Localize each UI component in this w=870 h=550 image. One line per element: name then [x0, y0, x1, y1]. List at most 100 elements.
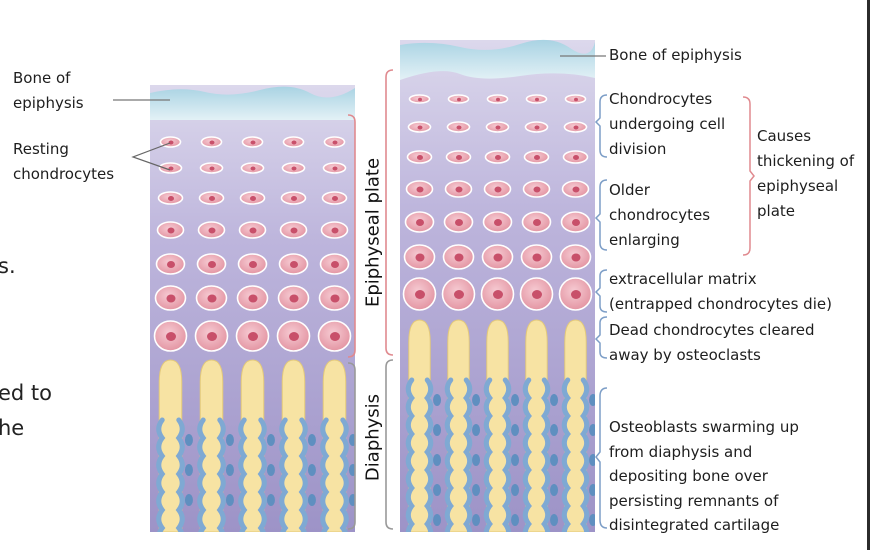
chondrocyte-nucleus	[291, 228, 298, 234]
osteoblast-cell	[550, 424, 558, 436]
osteoblast-cell	[185, 434, 193, 446]
bracket-osteoblasts	[596, 388, 607, 528]
bracket-causes	[743, 97, 754, 255]
chondrocyte-nucleus	[207, 332, 217, 341]
osteoblast-cell	[472, 484, 480, 496]
chondrocyte-nucleus	[209, 196, 215, 201]
osteoblast-cell	[433, 424, 441, 436]
label-resting-chondrocytes: Resting chondrocytes	[13, 137, 114, 187]
label-chondrocytes-dividing: Chondrocytes undergoing cell division	[609, 87, 725, 162]
cutoff-text-2: ed to he	[0, 376, 52, 446]
osteoblast-cell	[472, 514, 480, 526]
chondrocyte-nucleus	[493, 290, 503, 299]
osteoblast-cell	[433, 394, 441, 406]
osteoblast-cell	[511, 394, 519, 406]
chondrocyte-nucleus	[574, 126, 579, 130]
chondrocyte-nucleus	[496, 126, 501, 130]
chondrocyte-nucleus	[332, 196, 338, 201]
chondrocyte-nucleus	[289, 332, 299, 341]
chondrocyte-nucleus	[534, 187, 541, 193]
chondrocyte-nucleus	[455, 254, 464, 262]
chondrocyte-nucleus	[455, 219, 463, 226]
chondrocyte-nucleus	[418, 126, 423, 130]
chondrocyte-nucleus	[290, 295, 299, 303]
chondrocyte-nucleus	[330, 332, 340, 341]
chondrocyte-nucleus	[251, 167, 256, 171]
chondrocyte-nucleus	[415, 290, 425, 299]
chondrocyte-nucleus	[331, 295, 340, 303]
chondrocyte-nucleus	[249, 261, 257, 268]
osteoblast-cell	[589, 514, 597, 526]
label-causes-thickening: Causes thickening of epiphyseal plate	[757, 124, 854, 224]
chondrocyte-nucleus	[332, 228, 339, 234]
label-chondrocytes-enlarging: Older chondrocytes enlarging	[609, 178, 710, 253]
chondrocyte-nucleus	[573, 187, 580, 193]
chondrocyte-nucleus	[572, 219, 580, 226]
chondrocyte-nucleus	[331, 261, 339, 268]
osteoblast-cell	[267, 464, 275, 476]
bracket-diaphysis-right	[386, 360, 393, 529]
chondrocyte-nucleus	[418, 98, 422, 102]
chondrocyte-nucleus	[290, 261, 298, 268]
chondrocyte-nucleus	[416, 219, 424, 226]
osteoblast-cell	[511, 424, 519, 436]
osteoblast-cell	[550, 394, 558, 406]
osteoblast-cell	[589, 484, 597, 496]
chondrocyte-nucleus	[456, 155, 462, 160]
osteoblast-cell	[433, 514, 441, 526]
osteoblast-cell	[226, 494, 234, 506]
chondrocyte-nucleus	[495, 187, 502, 193]
chondrocyte-nucleus	[166, 332, 176, 341]
chondrocyte-nucleus	[535, 98, 539, 102]
chondrocyte-nucleus	[251, 141, 256, 145]
left-bone-section	[150, 85, 357, 546]
chondrocyte-nucleus	[457, 98, 461, 102]
osteoblast-cell	[226, 464, 234, 476]
chondrocyte-nucleus	[571, 290, 581, 299]
chondrocyte-nucleus	[535, 126, 540, 130]
chondrocyte-nucleus	[454, 290, 464, 299]
cartilage-remnant-column	[409, 320, 430, 532]
chondrocyte-nucleus	[209, 228, 216, 234]
label-osteoblasts: Osteoblasts swarming up from diaphysis a…	[609, 415, 799, 538]
chondrocyte-nucleus	[494, 219, 502, 226]
osteoblast-cell	[433, 484, 441, 496]
osteoblast-cell	[472, 454, 480, 466]
osteoblast-cell	[511, 454, 519, 466]
osteoblast-cell	[550, 454, 558, 466]
label-bone-of-epiphysis-right: Bone of epiphysis	[609, 43, 742, 68]
label-epiphyseal-plate: Epiphyseal plate	[363, 153, 384, 313]
osteoblast-cell	[511, 484, 519, 496]
label-extracellular-matrix: extracellular matrix (entrapped chondroc…	[609, 267, 832, 317]
chondrocyte-nucleus	[210, 141, 215, 145]
cutoff-text-1: s.	[0, 249, 16, 284]
chondrocyte-nucleus	[250, 228, 257, 234]
osteoblast-cell	[185, 464, 193, 476]
chondrocyte-nucleus	[457, 126, 462, 130]
bracket-enlarging	[596, 180, 607, 250]
chondrocyte-nucleus	[417, 187, 424, 193]
bracket-dividing	[596, 95, 607, 157]
chondrocyte-nucleus	[249, 295, 258, 303]
chondrocyte-nucleus	[208, 261, 216, 268]
osteoblast-cell	[267, 494, 275, 506]
cartilage-remnant-column	[448, 320, 469, 532]
chondrocyte-nucleus	[333, 141, 338, 145]
chondrocyte-nucleus	[534, 155, 540, 160]
osteoblast-cell	[308, 434, 316, 446]
osteoblast-cell	[472, 394, 480, 406]
osteoblast-cell	[308, 464, 316, 476]
osteoblast-cell	[511, 514, 519, 526]
cartilage-remnant-column	[487, 320, 508, 532]
chondrocyte-nucleus	[495, 155, 501, 160]
chondrocyte-nucleus	[291, 196, 297, 201]
osteoblast-cell	[589, 424, 597, 436]
cartilage-remnant-column	[526, 320, 547, 532]
chondrocyte-nucleus	[574, 98, 578, 102]
chondrocyte-nucleus	[494, 254, 503, 262]
chondrocyte-nucleus	[533, 219, 541, 226]
label-dead-chondrocytes: Dead chondrocytes cleared away by osteoc…	[609, 318, 814, 368]
chondrocyte-nucleus	[573, 155, 579, 160]
osteoblast-cell	[550, 514, 558, 526]
chondrocyte-nucleus	[292, 141, 297, 145]
